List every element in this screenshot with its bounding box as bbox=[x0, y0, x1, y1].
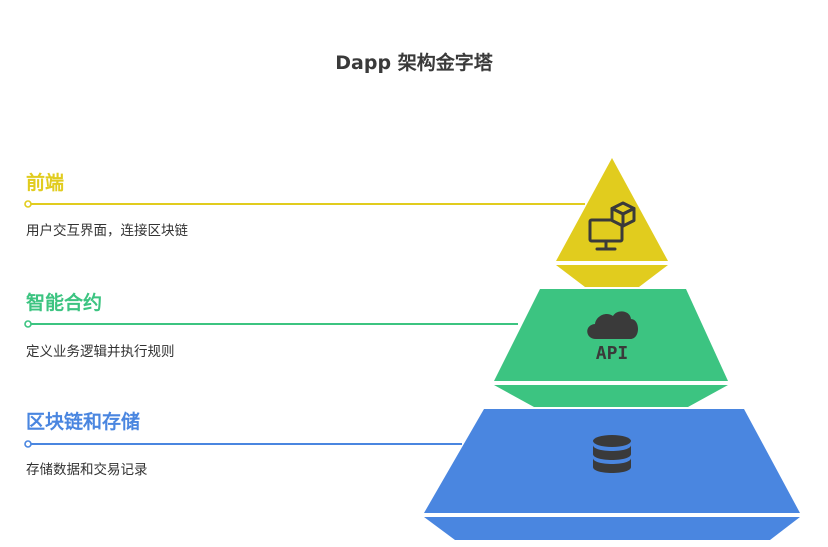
layer-blockchain-label: 区块链和存储 bbox=[26, 411, 141, 433]
connector-frontend bbox=[24, 200, 585, 208]
connector-blockchain bbox=[24, 440, 462, 448]
connector-smart-contract bbox=[24, 320, 518, 328]
pyramid-tier-blockchain bbox=[424, 409, 800, 540]
computer-cube-icon bbox=[588, 201, 636, 251]
layer-smart-contract-description: 定义业务逻辑并执行规则 bbox=[26, 344, 175, 360]
cloud-api-icon: API bbox=[587, 311, 638, 364]
layer-frontend-label: 前端 bbox=[26, 172, 65, 194]
diagram-title: Dapp 架构金字塔 bbox=[335, 52, 493, 74]
pyramid-tier-frontend bbox=[556, 158, 668, 287]
layer-blockchain-description: 存储数据和交易记录 bbox=[26, 462, 148, 478]
layer-frontend-description: 用户交互界面，连接区块链 bbox=[26, 223, 188, 239]
database-icon bbox=[593, 435, 631, 473]
api-icon-text: API bbox=[596, 343, 629, 364]
layer-smart-contract-label: 智能合约 bbox=[26, 292, 103, 314]
